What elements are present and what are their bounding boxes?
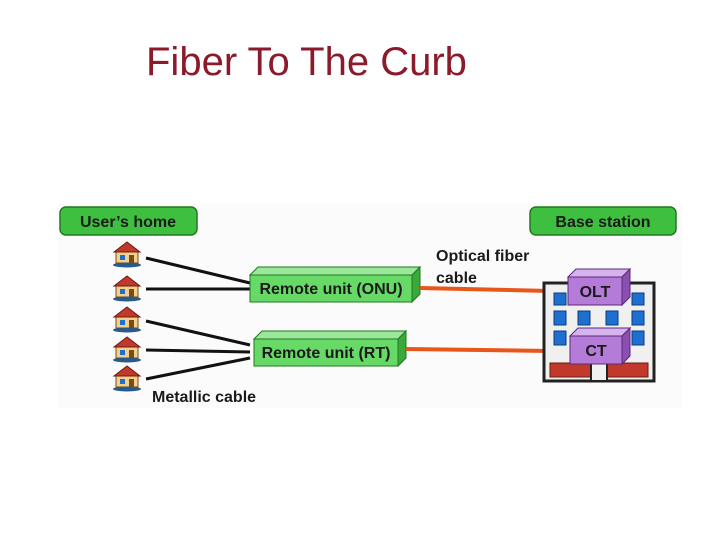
remote-unit-rt: Remote unit (RT): [252, 329, 408, 368]
onu-label: Remote unit (ONU): [259, 281, 402, 298]
base-station-building: [542, 281, 656, 383]
fttc-diagram: User’s home Base station Remote unit (ON…: [58, 203, 682, 408]
olt-label: OLT: [580, 284, 611, 301]
users-home-label-box: User’s home: [59, 206, 198, 236]
ct-label: CT: [585, 343, 607, 360]
metallic-cables: [145, 256, 251, 381]
optical-fiber-label-line2: cable: [436, 270, 477, 287]
base-station-label: Base station: [555, 214, 650, 231]
metallic-cable-label: Metallic cable: [152, 389, 256, 406]
users-home-label: User’s home: [80, 214, 176, 231]
optical-fiber-cables: [405, 286, 551, 353]
page-title: Fiber To The Curb: [146, 40, 467, 84]
base-station-label-box: Base station: [529, 206, 677, 236]
optical-fiber-label-line1: Optical fiber: [436, 248, 529, 265]
remote-unit-onu: Remote unit (ONU): [248, 265, 422, 304]
olt-unit: OLT: [566, 267, 632, 307]
ct-unit: CT: [568, 326, 632, 366]
rt-label: Remote unit (RT): [262, 345, 391, 362]
diagram-canvas: User’s home Base station Remote unit (ON…: [58, 203, 682, 408]
